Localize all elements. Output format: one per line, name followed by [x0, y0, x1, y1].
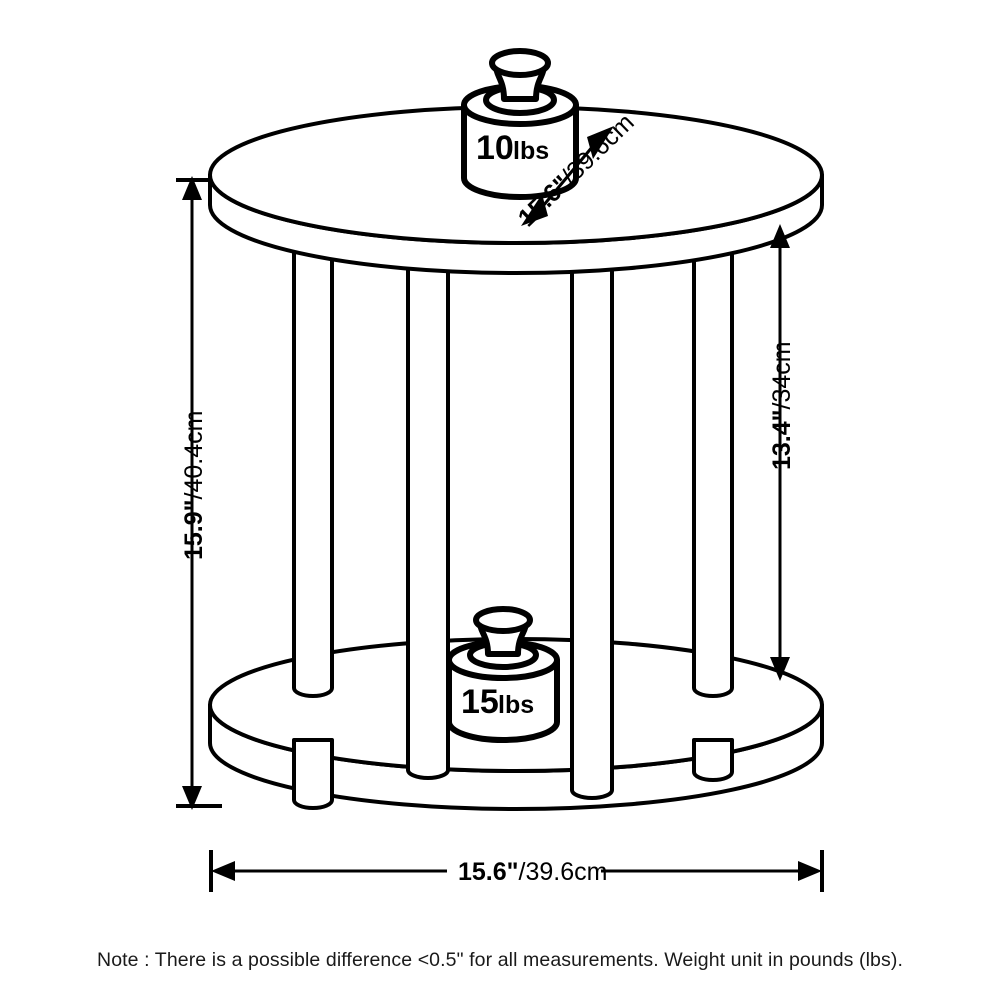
shelf-clearance-inches: 13.4"	[768, 409, 796, 470]
top-diameter-arrow-lower	[521, 194, 548, 226]
weight-bottom-unit: lbs	[498, 691, 534, 719]
leg-back-right-upper-segment	[692, 230, 734, 698]
leg-front-left-front	[406, 248, 450, 780]
weight-top-unit: lbs	[513, 137, 549, 165]
weight-top-body	[461, 102, 579, 200]
shelf-clearance-arrow-top	[770, 224, 790, 248]
weight-top-10lbs: 10 lbs	[461, 48, 579, 200]
shelf-clearance-label: 13.4"/34cm	[768, 341, 796, 470]
legs-through-lower-shelf	[292, 230, 734, 800]
weight-bottom-knob	[473, 606, 533, 634]
base-width-arrow-left	[211, 861, 235, 881]
overall-height-label: 15.9"/40.4cm	[180, 411, 208, 560]
base-width-label: 15.6"/39.6cm	[458, 858, 607, 886]
dimension-shelf-clearance: 13.4"/34cm	[768, 224, 796, 681]
leg-back-left-foot	[292, 738, 334, 810]
shelf-clearance-arrow-bottom	[770, 657, 790, 681]
base-width-metric: /39.6cm	[519, 858, 608, 886]
measurement-note: Note : There is a possible difference <0…	[97, 949, 903, 971]
overall-height-inches: 15.9"	[180, 499, 208, 560]
leg-back-right-foot	[692, 738, 734, 782]
dimension-overall-height: 15.9"/40.4cm	[176, 176, 222, 810]
base-width-arrow-right	[798, 861, 822, 881]
overall-height-arrow-top	[182, 176, 202, 200]
dimension-base-width: 15.6"/39.6cm	[209, 850, 824, 892]
top-diameter-arrow-upper	[587, 126, 614, 159]
shelf-clearance-metric: /34cm	[768, 341, 796, 409]
leg-front-right-front	[570, 248, 614, 800]
rear-leg-feet	[292, 738, 734, 810]
weight-top-knob	[489, 48, 551, 78]
top-diameter-line	[536, 139, 600, 213]
weight-bottom-15lbs: 15 lbs	[446, 606, 560, 743]
base-width-inches: 15.6"	[458, 858, 519, 886]
overall-height-metric: /40.4cm	[180, 411, 208, 500]
overall-height-arrow-bottom	[182, 786, 202, 810]
leg-back-left-upper-segment	[292, 230, 334, 698]
weight-top-value: 10	[476, 129, 514, 167]
weight-bottom-body	[446, 657, 560, 743]
weight-bottom-value: 15	[461, 683, 499, 721]
